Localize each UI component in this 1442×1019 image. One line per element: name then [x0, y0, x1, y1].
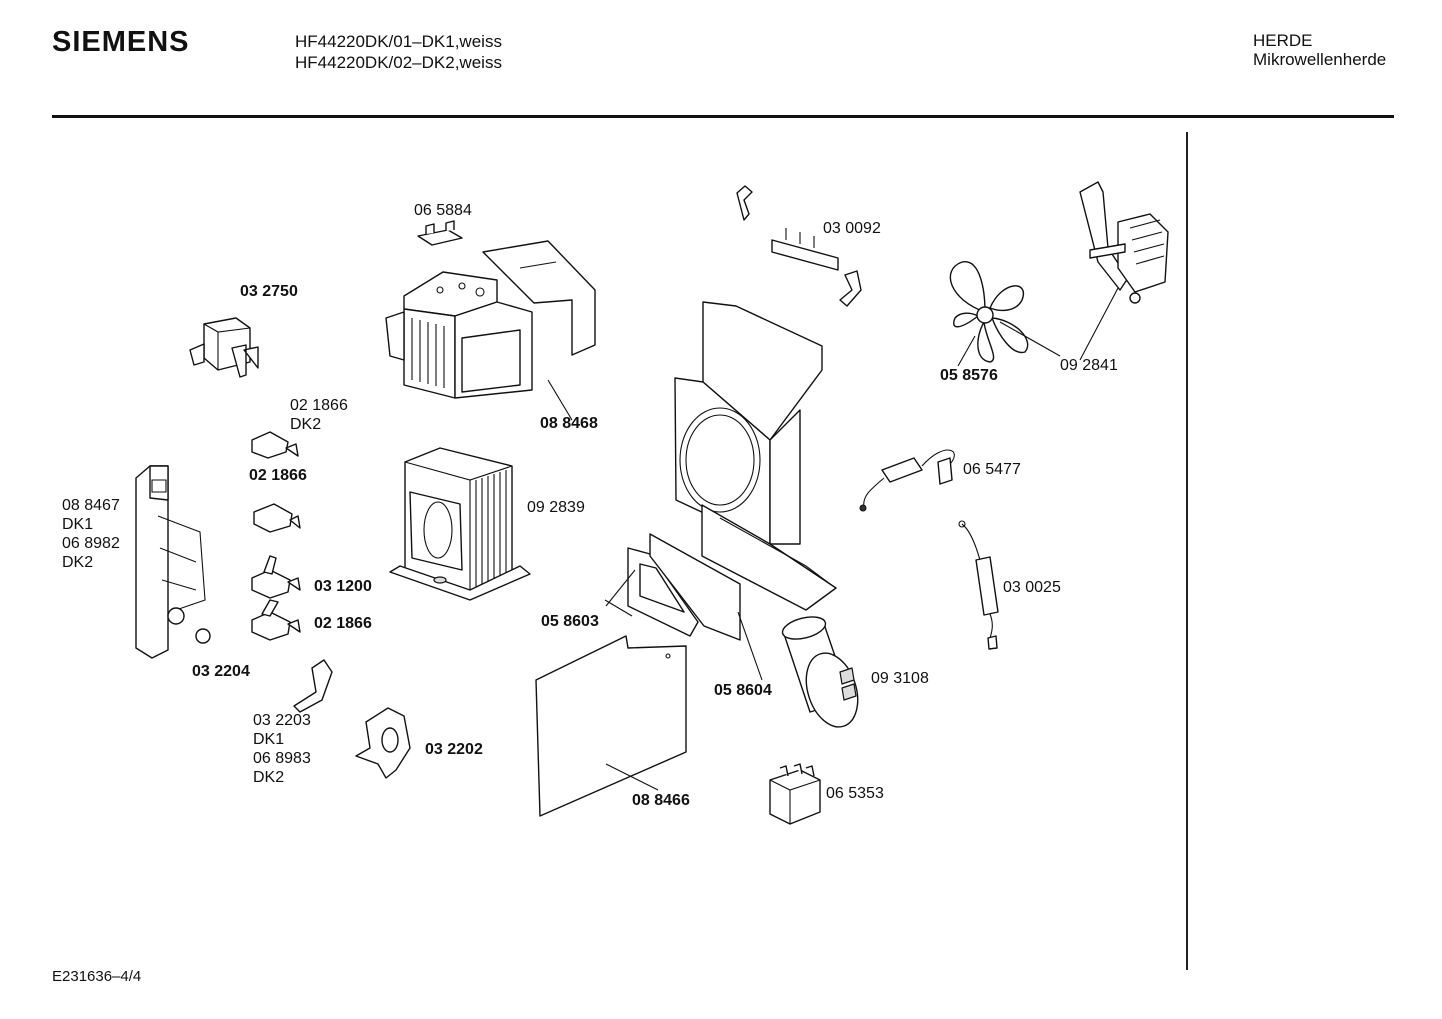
label-058576: 05 8576 — [940, 367, 998, 384]
part-021866-switch-a — [251, 431, 299, 459]
part-058604-plate — [649, 533, 741, 641]
label-032204: 03 2204 — [192, 663, 250, 680]
part-065353-relay — [769, 763, 821, 825]
label-058604: 05 8604 — [714, 682, 772, 699]
part-092841-motor — [1079, 181, 1169, 304]
part-093108-capacitor — [781, 616, 859, 728]
label-032203: 03 2203 — [253, 712, 311, 729]
label-021866-b: 02 1866 — [249, 467, 307, 484]
label-068982: 06 8982 — [62, 535, 120, 552]
part-088467-switch-holder — [135, 465, 211, 659]
part-092839-transformer — [389, 447, 531, 601]
category-subtitle: Mikrowellenherde — [1253, 50, 1387, 69]
part-032750-relay — [189, 317, 259, 378]
part-088468-magnetron — [385, 240, 596, 399]
label-065353: 06 5353 — [826, 785, 884, 802]
category-block: HERDE Mikrowellenherde — [1253, 31, 1386, 69]
label-030092: 03 0092 — [823, 220, 881, 237]
leader-lines — [547, 287, 1119, 791]
brand-logo: SIEMENS — [52, 26, 190, 58]
part-065884-clip — [417, 220, 463, 246]
label-088468: 08 8468 — [540, 415, 598, 432]
label-092841: 09 2841 — [1060, 357, 1118, 374]
side-divider — [1186, 132, 1188, 970]
part-fan-shroud — [674, 301, 837, 611]
header-divider — [52, 115, 1394, 118]
part-065477-sensor — [859, 449, 955, 512]
model-line-1: HF44220DK/01–DK1,weiss — [295, 32, 502, 51]
label-092839: 09 2839 — [527, 499, 585, 516]
label-dk2-c: DK2 — [253, 769, 285, 786]
label-dk2-b: DK2 — [62, 554, 94, 571]
label-dk1-a: DK1 — [62, 516, 94, 533]
label-dk1-b: DK1 — [253, 731, 285, 748]
part-032203-lever — [293, 659, 333, 713]
part-058576-fan — [949, 261, 1029, 363]
part-021866-switch-c — [251, 599, 301, 641]
part-030025-fuse — [958, 520, 999, 650]
part-088466-cover — [535, 635, 687, 817]
label-021866-c: 02 1866 — [314, 615, 372, 632]
label-dk2-a: DK2 — [290, 416, 322, 433]
model-line-2: HF44220DK/02–DK2,weiss — [295, 53, 502, 72]
label-021866-a: 02 1866 — [290, 397, 348, 414]
label-058603: 05 8603 — [541, 613, 599, 630]
label-088466: 08 8466 — [632, 792, 690, 809]
label-032750: 03 2750 — [240, 283, 298, 300]
label-065477: 06 5477 — [963, 461, 1021, 478]
label-068983: 06 8983 — [253, 750, 311, 767]
category-title: HERDE — [1253, 31, 1313, 50]
label-030025: 03 0025 — [1003, 579, 1061, 596]
model-list: HF44220DK/01–DK1,weiss HF44220DK/02–DK2,… — [295, 31, 502, 73]
part-032202-latch — [355, 707, 411, 779]
label-093108: 09 3108 — [871, 670, 929, 687]
part-058603-gasket — [627, 547, 699, 637]
part-030092-resistor-bracket — [736, 185, 862, 307]
part-021866-switch-b — [253, 503, 301, 533]
label-065884: 06 5884 — [414, 202, 472, 219]
label-088467: 08 8467 — [62, 497, 120, 514]
document-id: E231636–4/4 — [52, 968, 142, 985]
part-031200-switch — [251, 555, 301, 599]
label-031200: 03 1200 — [314, 578, 372, 595]
label-032202: 03 2202 — [425, 741, 483, 758]
